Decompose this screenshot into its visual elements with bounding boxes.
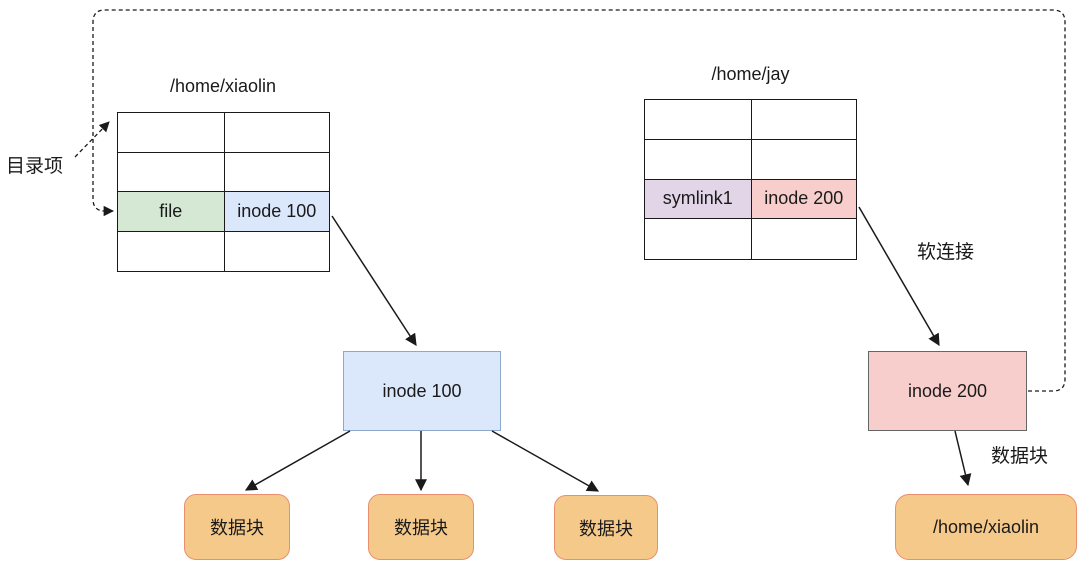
table-cell-empty [645, 140, 751, 180]
directory-entry-pointer-dashed [74, 121, 110, 158]
left-table-title: /home/xiaolin [169, 76, 277, 96]
table-cell-empty [750, 100, 856, 140]
directory-table-xiaolin: file inode 100 [117, 112, 330, 272]
table-cell-empty [223, 152, 329, 192]
table-cell-empty [118, 232, 224, 272]
arrow-inode100-to-datablock1 [244, 430, 351, 491]
arrow-inode100-to-datablock3 [491, 430, 600, 492]
table-cell-empty [750, 139, 856, 180]
directory-entry-label: 目录项 [6, 156, 64, 177]
symlink-target-box: /home/xiaolin [895, 494, 1077, 560]
arrow-inode200-to-target [954, 430, 972, 487]
table-cell-empty [750, 219, 857, 259]
file-entry-cell: file [118, 192, 224, 232]
data-block-3: 数据块 [554, 495, 658, 560]
table-cell-empty [223, 231, 330, 271]
soft-link-label: 软连接 [917, 242, 975, 263]
table-cell-empty [223, 113, 329, 153]
table-cell-empty [118, 113, 224, 153]
data-block-1: 数据块 [184, 494, 290, 560]
table-cell-empty [118, 153, 224, 192]
table-cell-empty [645, 219, 751, 259]
arrow-filecell-to-inode100 [331, 215, 417, 347]
inode-200-box: inode 200 [868, 351, 1027, 431]
table-cell-empty [645, 100, 751, 140]
symlink-entry-cell: symlink1 [645, 179, 751, 220]
symlink-inode-cell: inode 200 [750, 179, 856, 220]
directory-table-jay: symlink1 inode 200 [644, 99, 857, 260]
file-inode-cell: inode 100 [223, 192, 329, 232]
arrow-symlinkcell-to-inode200 [858, 206, 940, 347]
data-block-2: 数据块 [368, 494, 474, 560]
inode-100-box: inode 100 [343, 351, 501, 431]
data-block-edge-label: 数据块 [991, 446, 1049, 467]
right-table-title: /home/jay [711, 64, 790, 84]
